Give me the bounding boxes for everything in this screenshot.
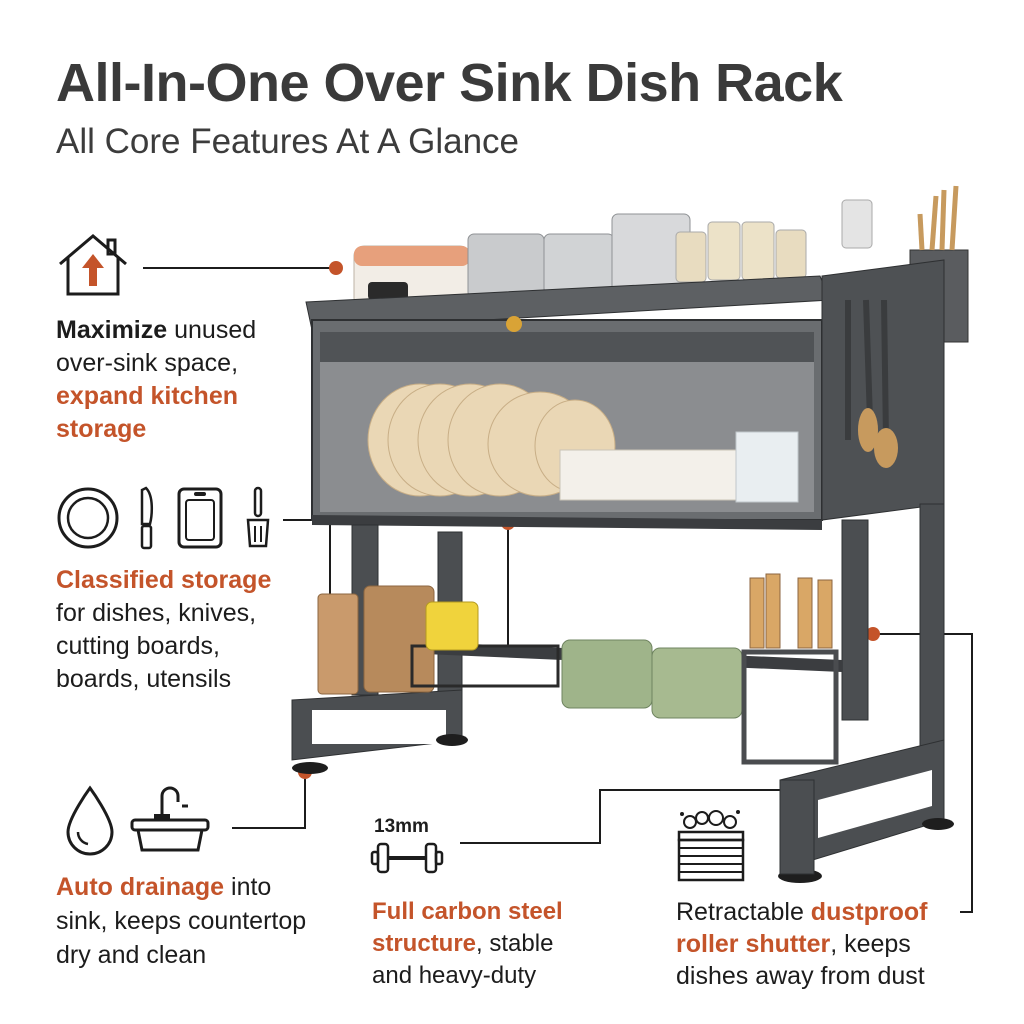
- cutting-board-icon: [177, 487, 223, 549]
- roller-shutter-dust-icon: [677, 810, 745, 882]
- feature-space-bold: Maximize: [56, 316, 168, 344]
- feature-storage-line2: for dishes, knives,: [56, 599, 257, 627]
- feature-shutter-accent1: dustproof: [810, 898, 928, 926]
- callout-dot-shutter: [866, 627, 880, 641]
- feature-space-line4: storage: [56, 415, 147, 443]
- page-subtitle: All Core Features At A Glance: [56, 122, 520, 161]
- spatula-icon: [246, 486, 270, 548]
- feature-steel-accent2: structure: [372, 930, 477, 957]
- sink-faucet-icon: [130, 786, 210, 852]
- lower-shelf-items: [317, 573, 839, 765]
- feature-steel-line3: and heavy-duty: [372, 962, 537, 989]
- plate-icon: [57, 487, 119, 549]
- top-shelf-items: [353, 185, 969, 343]
- feature-drainage-text: Auto drainage into sink, keeps counterto…: [56, 870, 306, 972]
- feature-steel-line1: Full carbon steel: [372, 898, 563, 925]
- house-arrow-icon: [59, 234, 127, 296]
- water-drop-icon: [66, 785, 114, 856]
- feature-storage-text: Classified storage for dishes, knives, c…: [56, 564, 271, 696]
- dumbbell-icon: [370, 842, 444, 874]
- feature-space-line3: expand kitchen: [56, 382, 238, 410]
- knife-icon: [140, 486, 153, 550]
- feature-space-line1: unused: [167, 316, 257, 344]
- feature-drainage-line1: into: [224, 873, 272, 901]
- callout-dot-space: [329, 261, 343, 275]
- feature-storage-line1: Classified storage: [56, 566, 272, 594]
- feature-drainage-line2: sink, keeps countertop: [56, 907, 307, 935]
- feature-space-line2: over-sink space,: [56, 349, 239, 377]
- feature-space-text: Maximize unused over-sink space, expand …: [56, 314, 256, 446]
- feature-shutter-text: Retractable dustproof roller shutter, ke…: [676, 896, 927, 992]
- feature-steel-line2: , stable: [476, 930, 554, 957]
- thickness-label: 13mm: [374, 816, 429, 837]
- page-title: All-In-One Over Sink Dish Rack: [56, 53, 843, 113]
- feature-steel-text: Full carbon steel structure, stable and …: [372, 896, 563, 992]
- feature-drainage-line3: dry and clean: [56, 941, 207, 969]
- feature-drainage-accent: Auto drainage: [56, 873, 225, 901]
- feature-storage-line3: cutting boards,: [56, 632, 220, 660]
- feature-storage-line4: boards, utensils: [56, 665, 232, 693]
- feature-shutter-accent2: roller shutter: [676, 930, 831, 958]
- feature-shutter-pre: Retractable: [676, 898, 811, 926]
- feature-shutter-line3: dishes away from dust: [676, 962, 925, 990]
- rack-frame: [291, 259, 954, 883]
- feature-shutter-line2: , keeps: [830, 930, 911, 958]
